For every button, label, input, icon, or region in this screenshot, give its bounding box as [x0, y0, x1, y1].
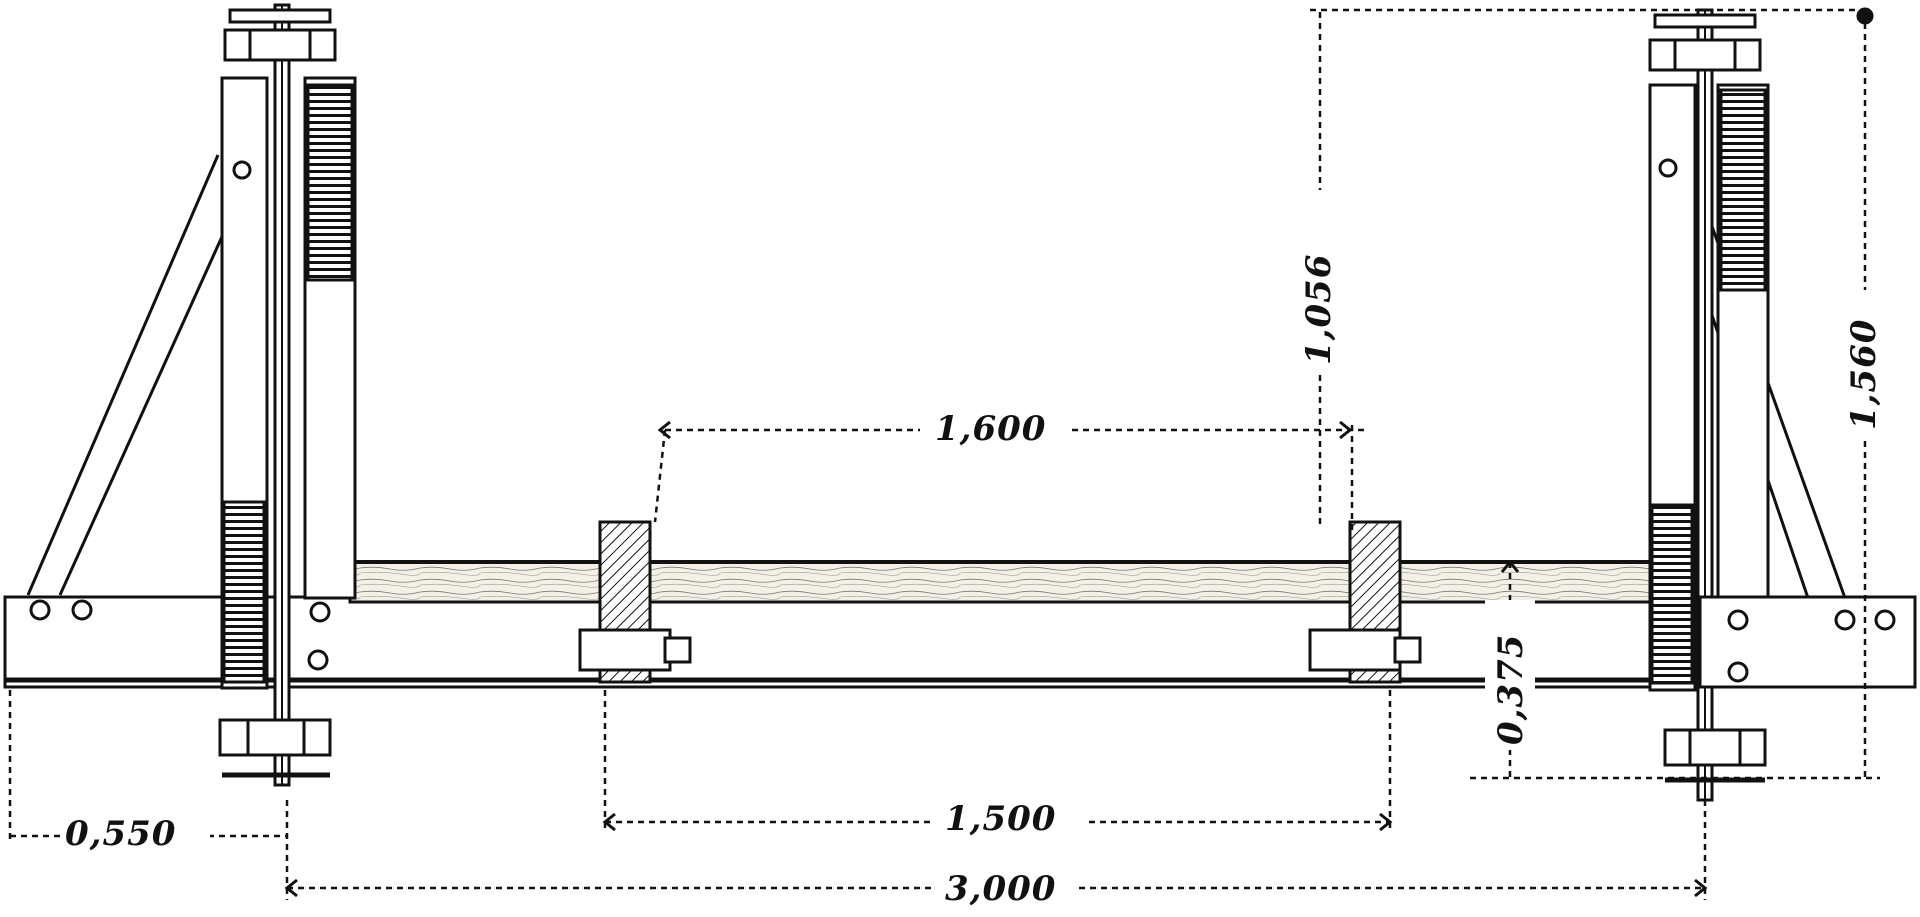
right-post-assembly — [1648, 8, 1917, 802]
dim-left-overhang: 0,550 — [65, 814, 176, 854]
dimension-ticks — [284, 7, 1874, 898]
dim-post-height-total: 1,560 — [1844, 319, 1884, 430]
dim-post-height-upper: 1,056 — [1299, 254, 1339, 365]
main-frame — [3, 560, 1917, 689]
wooden-crosstie — [348, 560, 1652, 604]
dim-gauge-top: 1,600 — [935, 409, 1046, 449]
right-rack-lower — [1650, 503, 1694, 685]
left-rack-lower — [222, 500, 266, 684]
sill-beam — [3, 595, 1917, 689]
dim-overall-span: 3,000 — [945, 869, 1056, 909]
dim-beam-height: 0,375 — [1491, 634, 1531, 745]
right-rack-upper — [1719, 88, 1767, 292]
left-rack-upper — [306, 83, 354, 282]
dim-inner-span: 1,500 — [945, 799, 1056, 839]
dimension-labels: 1,600 1,500 3,000 0,550 1,056 1,560 0,37… — [60, 190, 1890, 909]
rail-blocks — [578, 520, 1422, 684]
left-brace — [26, 154, 220, 596]
left-post-assembly — [26, 3, 357, 787]
